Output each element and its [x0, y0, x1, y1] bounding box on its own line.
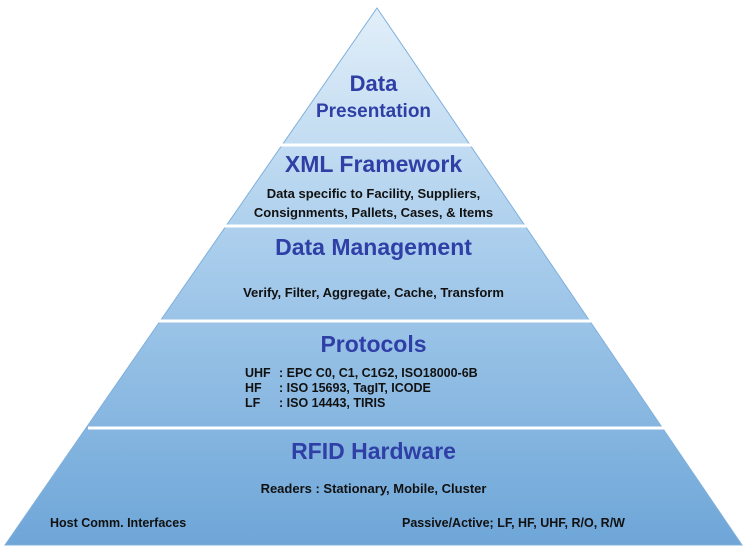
layer-title-protocols: Protocols [320, 331, 427, 357]
rfid-hardware-desc: Readers : Stationary, Mobile, Cluster [260, 481, 487, 496]
protocol-row-uhf: UHF : EPC C0, C1, C1G2, ISO18000-6B [245, 366, 535, 381]
protocol-value: : EPC C0, C1, C1G2, ISO18000-6B [279, 366, 478, 380]
host-comm-note: Host Comm. Interfaces [50, 516, 187, 530]
tag-types-note: Passive/Active; LF, HF, UHF, R/O, R/W [402, 516, 625, 530]
layer-title-xml-framework: XML Framework [284, 151, 463, 177]
pyramid-body [4, 7, 743, 546]
protocol-band: UHF [245, 366, 271, 380]
protocol-value: : ISO 15693, TagIT, ICODE [279, 381, 431, 395]
protocol-value: : ISO 14443, TIRIS [279, 396, 386, 410]
data-management-desc: Verify, Filter, Aggregate, Cache, Transf… [243, 285, 504, 300]
protocol-row-lf: LF : ISO 14443, TIRIS [245, 396, 535, 411]
protocols-list: UHF : EPC C0, C1, C1G2, ISO18000-6B HF : I… [245, 366, 535, 411]
layer-title-rfid-hardware: RFID Hardware [291, 438, 456, 464]
protocol-band: LF [245, 396, 261, 410]
protocol-row-hf: HF : ISO 15693, TagIT, ICODE [245, 381, 535, 396]
xml-desc-line2: Consignments, Pallets, Cases, & Items [253, 205, 494, 220]
xml-desc-line1: Data specific to Facility, Suppliers, [266, 186, 481, 201]
layer-title-data: Data [349, 71, 398, 96]
layer-title-presentation: Presentation [315, 101, 432, 122]
layer-title-data-management: Data Management [275, 234, 472, 260]
protocol-band: HF [245, 381, 262, 395]
